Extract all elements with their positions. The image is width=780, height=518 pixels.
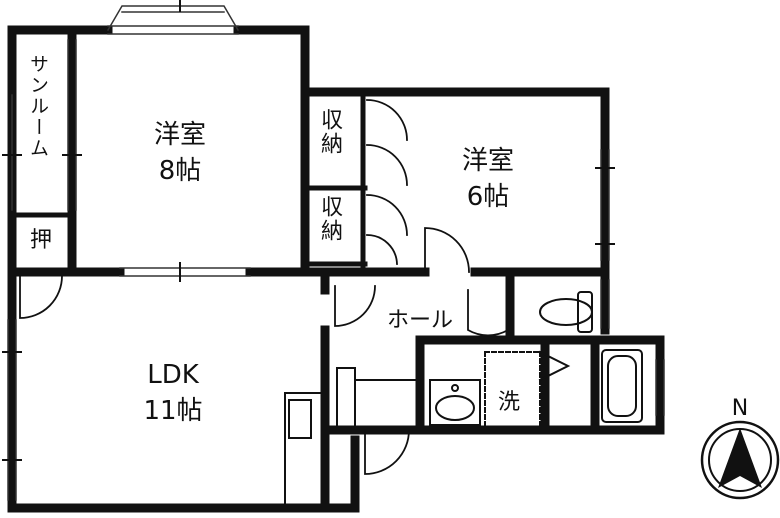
kitchen-counter <box>284 367 421 509</box>
washbasin <box>429 350 571 426</box>
room-name-oshiire: 押 <box>29 228 52 253</box>
room-name-ldk: LDK <box>147 360 199 390</box>
windows <box>7 5 665 501</box>
room-size-western-6: 6帖 <box>466 182 510 212</box>
room-name-western-8: 洋室 <box>153 120 206 150</box>
toilet <box>539 291 593 333</box>
room-size-ldk: 11帖 <box>143 396 203 426</box>
compass-needle <box>718 428 762 488</box>
bathtub <box>601 349 643 423</box>
room-name-closet-1: 収納 <box>317 108 342 156</box>
room-name-western-6: 洋室 <box>461 146 514 176</box>
room-name-wash: 洗 <box>497 390 520 415</box>
room-name-hall: ホール <box>386 308 453 333</box>
walls <box>7 25 665 513</box>
compass-label: N <box>731 396 749 421</box>
room-name-sunroom: サンルーム <box>27 54 49 159</box>
room-name-closet-2: 収納 <box>317 195 342 243</box>
room-size-western-8: 8帖 <box>158 156 202 186</box>
doors <box>19 99 510 475</box>
